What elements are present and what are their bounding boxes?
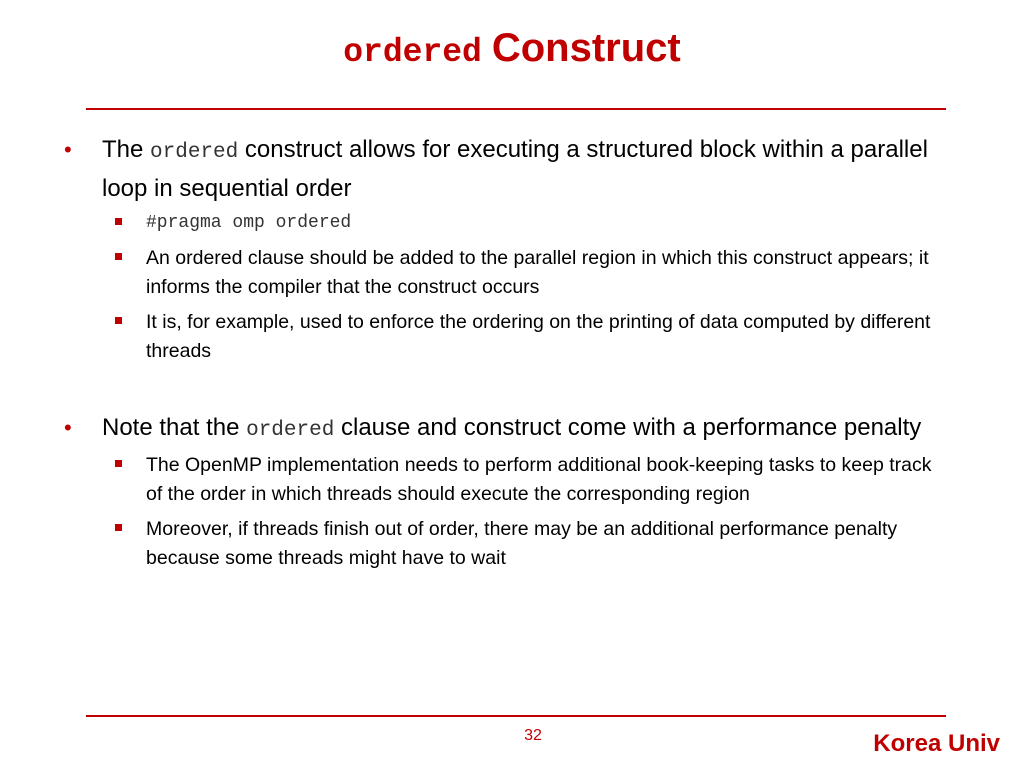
title-word: Construct (491, 26, 681, 70)
bullet-1-code: ordered (150, 141, 239, 164)
square-bullet-icon (115, 253, 122, 260)
square-bullet-icon (115, 460, 122, 467)
bullet-2: • Note that the ordered clause and const… (64, 410, 944, 449)
slide-body: • The ordered construct allows for execu… (64, 132, 944, 579)
bullet-1-post: construct allows for executing a structu… (102, 136, 928, 202)
square-bullet-icon (115, 218, 122, 225)
sub-item: An ordered clause should be added to the… (64, 244, 944, 302)
square-bullet-icon (115, 317, 122, 324)
title-code: ordered (343, 34, 482, 71)
bullet-dot-icon: • (64, 137, 72, 162)
sub-item-text: #pragma omp ordered (146, 213, 352, 233)
bullet-2-post: clause and construct come with a perform… (334, 414, 922, 441)
bullet-1-subitems: #pragma omp ordered An ordered clause sh… (64, 209, 944, 366)
sub-item: Moreover, if threads finish out of order… (64, 515, 944, 573)
bullet-1-pre: The (102, 136, 151, 163)
bullet-1: • The ordered construct allows for execu… (64, 132, 944, 207)
bullet-dot-icon: • (64, 415, 72, 440)
sub-item-text: An ordered clause should be added to the… (146, 247, 929, 298)
sub-item: The OpenMP implementation needs to perfo… (64, 451, 944, 509)
sub-item-text: Moreover, if threads finish out of order… (146, 518, 898, 569)
sub-item: It is, for example, used to enforce the … (64, 308, 944, 366)
sub-item-text: The OpenMP implementation needs to perfo… (146, 454, 932, 505)
bullet-2-pre: Note that the (102, 414, 247, 441)
bullet-2-code: ordered (246, 419, 335, 442)
title-divider (86, 108, 946, 110)
square-bullet-icon (115, 524, 122, 531)
sub-item: #pragma omp ordered (64, 209, 944, 238)
page-number: 32 (524, 727, 542, 744)
bullet-2-subitems: The OpenMP implementation needs to perfo… (64, 451, 944, 573)
sub-item-text: It is, for example, used to enforce the … (146, 311, 931, 362)
brand-logo-text: Korea Univ (873, 730, 1000, 757)
footer-divider (86, 715, 946, 717)
